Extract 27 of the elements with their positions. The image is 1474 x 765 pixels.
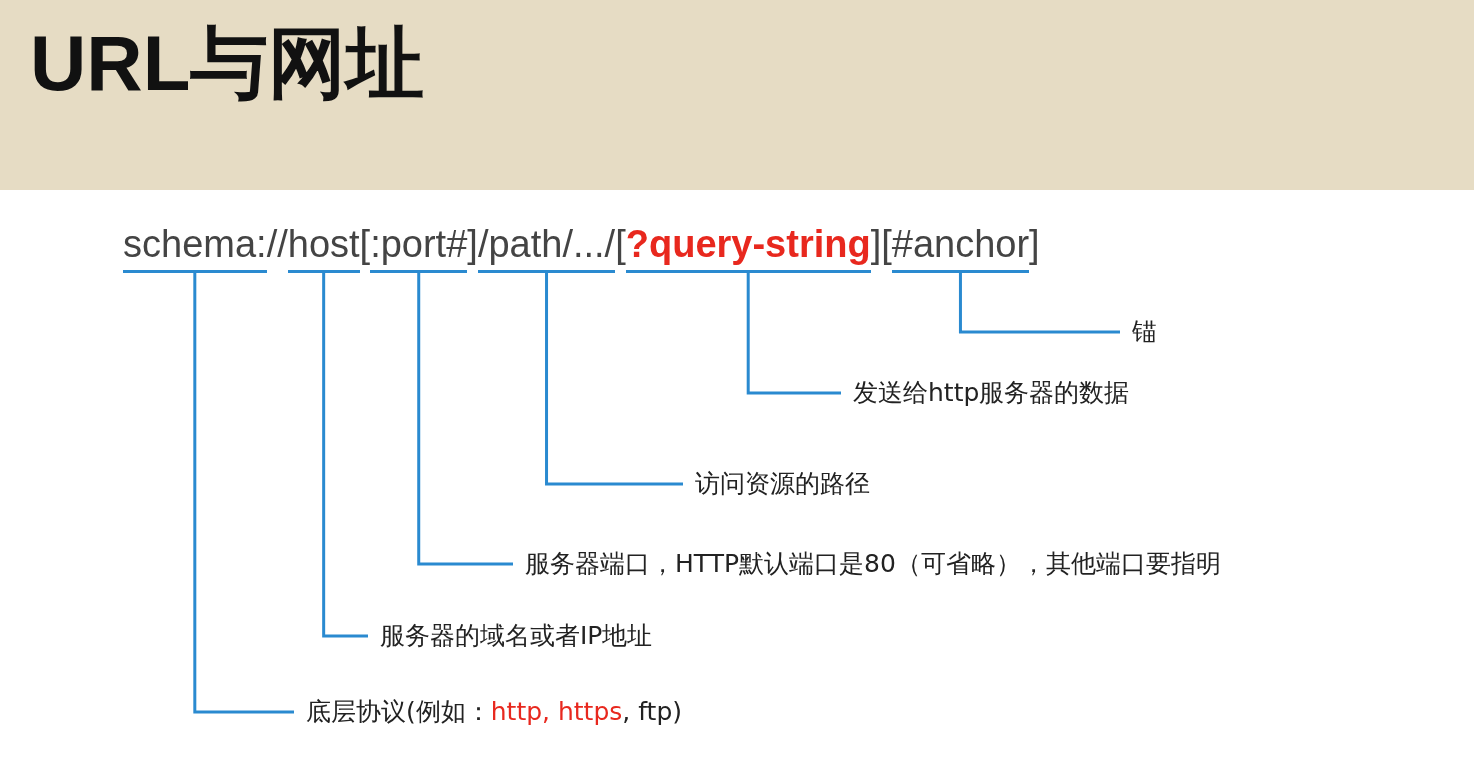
url-separator: ]	[1029, 222, 1040, 266]
annotation-text: , ftp)	[622, 697, 682, 726]
url-separator: [	[615, 222, 626, 266]
url-separator: ][	[870, 222, 892, 266]
leader-line	[746, 273, 841, 395]
annotation-text: 底层协议(例如：	[306, 697, 491, 726]
url-part: :port#	[370, 222, 468, 273]
title: URL与网址	[30, 18, 425, 109]
annotation-text: http, https	[490, 697, 623, 726]
annotation-text: 访问资源的路径	[683, 467, 870, 501]
leader-line	[958, 273, 1120, 334]
url-part: schema:	[123, 222, 267, 273]
leader-line	[193, 273, 294, 714]
url-part: host	[287, 222, 360, 273]
leader-line	[322, 273, 368, 638]
url-part: /path/.../	[477, 222, 616, 273]
url-part: ?query-string	[625, 222, 871, 273]
annotation-text: 服务器端口，HTTP默认端口是80（可省略），其他端口要指明	[513, 547, 1221, 581]
annotation-text: 服务器的域名或者IP地址	[368, 619, 653, 653]
url-separator: ]	[467, 222, 478, 266]
url-separator: //	[266, 222, 288, 266]
leader-line	[417, 273, 513, 566]
leader-line	[545, 273, 683, 486]
url-separator: [	[359, 222, 371, 266]
annotation-text: 发送给http服务器的数据	[841, 376, 1130, 410]
url-part: #anchor	[891, 222, 1030, 273]
annotation-text: 锚	[1120, 315, 1157, 349]
